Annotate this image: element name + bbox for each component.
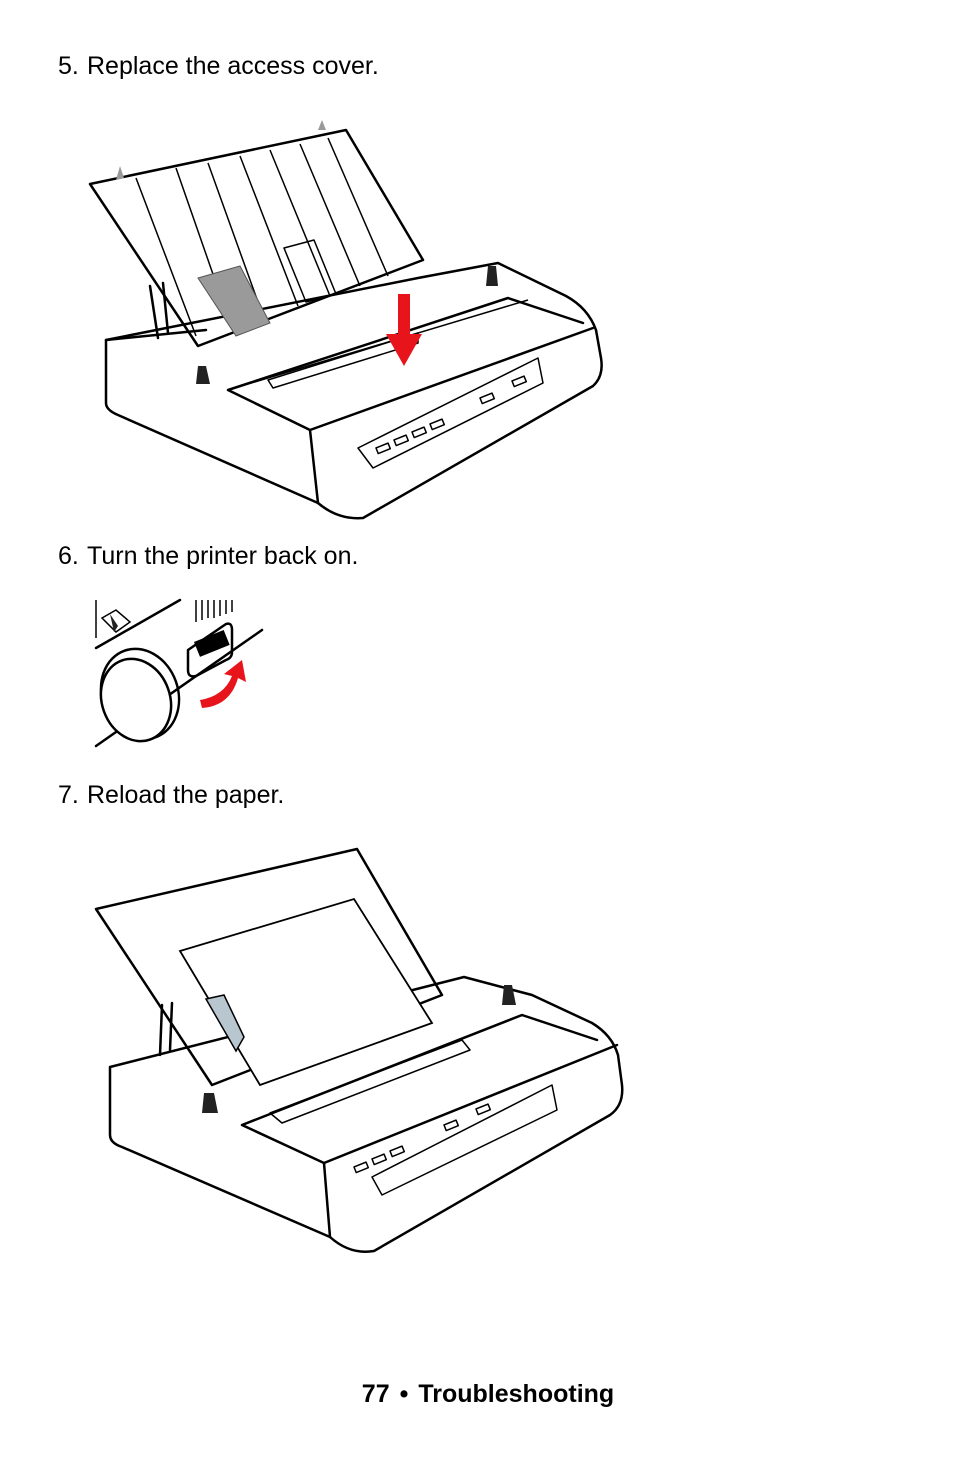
- step-text: Turn the printer back on.: [87, 542, 359, 570]
- power-switch-illustration: [94, 598, 264, 748]
- step-number: 6.: [58, 542, 79, 570]
- printer-reload-paper-illustration: [94, 847, 624, 1253]
- step-5: 5. Replace the access cover.: [58, 52, 379, 81]
- step-number: 5.: [58, 52, 79, 80]
- page-number: 77: [361, 1380, 390, 1408]
- page-footer: 77 • Troubleshooting: [0, 1380, 954, 1409]
- red-curved-arrow-icon: [200, 660, 246, 708]
- footer-separator: •: [399, 1380, 409, 1408]
- printer-replace-cover-illustration: [88, 120, 603, 520]
- step-6: 6. Turn the printer back on.: [58, 542, 358, 571]
- step-text: Reload the paper.: [87, 781, 285, 809]
- section-title: Troubleshooting: [418, 1380, 615, 1408]
- step-7: 7. Reload the paper.: [58, 781, 284, 810]
- step-number: 7.: [58, 781, 79, 809]
- step-text: Replace the access cover.: [87, 52, 379, 80]
- red-down-arrow-icon: [386, 294, 422, 366]
